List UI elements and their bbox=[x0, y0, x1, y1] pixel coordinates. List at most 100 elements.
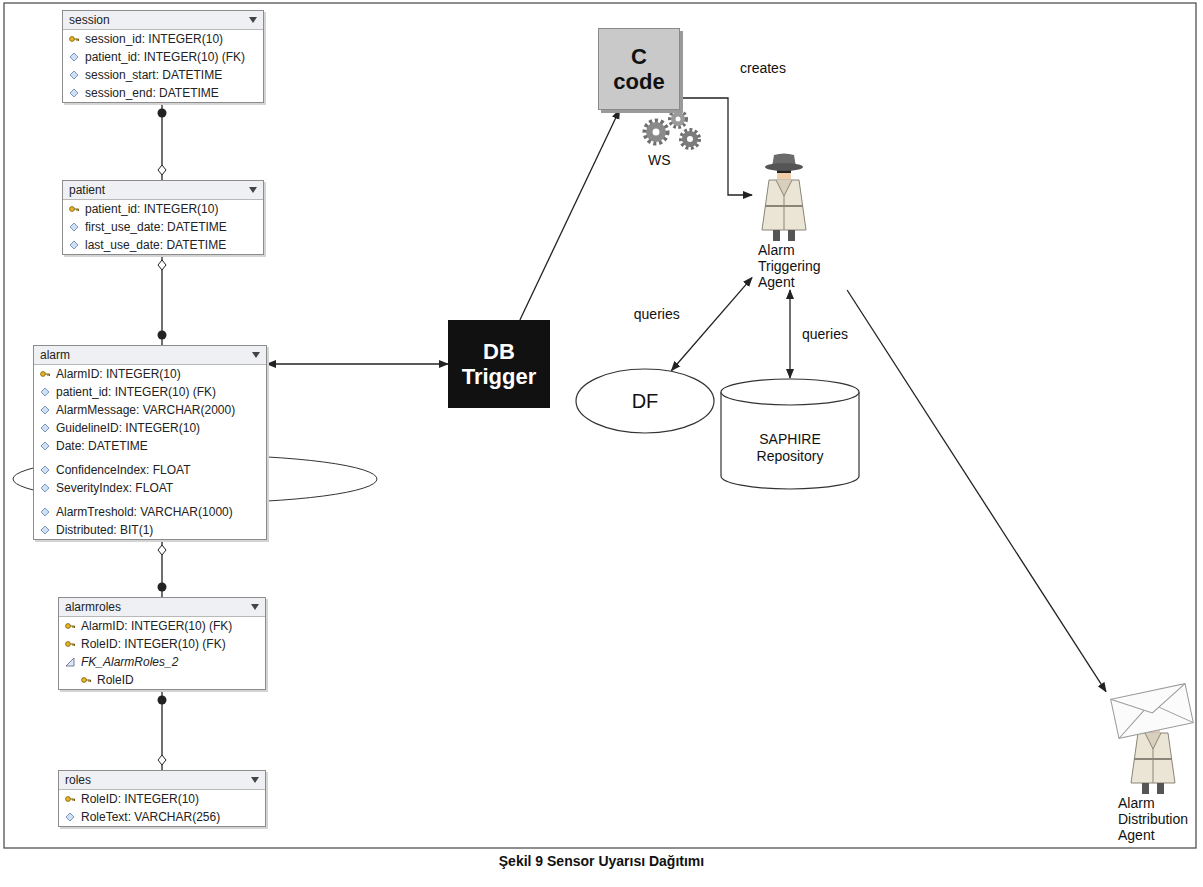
column-glyph bbox=[70, 223, 78, 231]
key-bit bbox=[70, 644, 74, 646]
connector bbox=[672, 278, 753, 371]
column-icon bbox=[69, 52, 79, 62]
table-row: session_id: INTEGER(10) bbox=[63, 30, 263, 48]
field-text: patient_id: INTEGER(10) (FK) bbox=[85, 50, 245, 64]
key-bit bbox=[70, 626, 74, 628]
envelope-body bbox=[1111, 684, 1194, 739]
table-header: patient bbox=[63, 181, 263, 200]
dropdown-glyph bbox=[251, 777, 259, 783]
connector bbox=[789, 290, 790, 378]
table-box: patientpatient_id: INTEGER(10)first_use_… bbox=[62, 180, 264, 255]
field-text: AlarmMessage: VARCHAR(2000) bbox=[56, 403, 235, 417]
gears bbox=[645, 111, 699, 148]
key-icon bbox=[69, 204, 79, 214]
dropdown-icon bbox=[252, 352, 260, 358]
edge-label: queries bbox=[800, 326, 850, 342]
table-row: FK_AlarmRoles_2 bbox=[59, 653, 265, 671]
field-text: AlarmTreshold: VARCHAR(1000) bbox=[56, 505, 233, 519]
connector bbox=[267, 363, 448, 364]
leg bbox=[1142, 783, 1149, 794]
column-glyph bbox=[41, 424, 49, 432]
service-label: WS bbox=[648, 152, 671, 168]
key-bit bbox=[74, 209, 78, 211]
shape-label: DF bbox=[632, 390, 659, 413]
gear bbox=[682, 131, 698, 147]
field-text: AlarmID: INTEGER(10) bbox=[56, 367, 181, 381]
gear-teeth bbox=[681, 130, 699, 148]
column-glyph bbox=[70, 241, 78, 249]
key-bow bbox=[70, 37, 75, 42]
relation-diamond bbox=[158, 755, 166, 765]
table-row: RoleText: VARCHAR(256) bbox=[59, 808, 265, 826]
column-icon bbox=[69, 88, 79, 98]
dropdown-glyph bbox=[251, 604, 259, 610]
column-glyph bbox=[70, 71, 78, 79]
connector bbox=[680, 98, 752, 195]
key-bit bbox=[74, 39, 78, 41]
belt bbox=[765, 205, 803, 207]
agent-node: Alarm Distribution Agent bbox=[1106, 683, 1198, 843]
field-text: session_end: DATETIME bbox=[85, 86, 219, 100]
connector bbox=[520, 110, 620, 320]
dropdown-icon bbox=[249, 187, 257, 193]
column-icon bbox=[40, 423, 50, 433]
table-row: AlarmMessage: VARCHAR(2000) bbox=[34, 401, 266, 419]
column-glyph bbox=[41, 388, 49, 396]
field-text: RoleID: INTEGER(10) bbox=[81, 792, 199, 806]
column-glyph bbox=[66, 813, 74, 821]
column-glyph bbox=[41, 508, 49, 516]
table-box: rolesRoleID: INTEGER(10)RoleText: VARCHA… bbox=[58, 770, 266, 827]
relation-dot bbox=[158, 583, 167, 592]
envelope-flap bbox=[1111, 684, 1194, 739]
relation-diamond bbox=[158, 165, 166, 175]
table-row: first_use_date: DATETIME bbox=[63, 218, 263, 236]
table-row: AlarmTreshold: VARCHAR(1000) bbox=[34, 503, 266, 521]
dropdown-icon bbox=[251, 777, 259, 783]
relation-dot bbox=[158, 109, 167, 118]
column-glyph bbox=[70, 89, 78, 97]
column-icon bbox=[40, 507, 50, 517]
column-glyph bbox=[70, 53, 78, 61]
column-icon bbox=[40, 525, 50, 535]
table-row: session_start: DATETIME bbox=[63, 66, 263, 84]
column-icon bbox=[40, 441, 50, 451]
relation-diamond bbox=[158, 260, 166, 270]
column-icon bbox=[69, 70, 79, 80]
key-bow bbox=[82, 678, 87, 683]
table-row: patient_id: INTEGER(10) (FK) bbox=[34, 383, 266, 401]
table-row: session_end: DATETIME bbox=[63, 84, 263, 102]
gear-hole bbox=[676, 117, 681, 122]
table-box: session session_id: INTEGER(10) patient_id… bbox=[62, 10, 264, 103]
figure-caption: Şekil 9 Sensor Uyarısı Dağıtımı bbox=[0, 853, 1203, 869]
field-text: RoleText: VARCHAR(256) bbox=[81, 810, 220, 824]
table-box: alarmAlarmID: INTEGER(10)patient_id: INT… bbox=[33, 345, 267, 540]
field-text: Distributed: BIT(1) bbox=[56, 523, 153, 537]
agent-label: Alarm Triggering Agent bbox=[752, 242, 821, 290]
field-text: ConfidenceIndex: FLOAT bbox=[56, 463, 191, 477]
table-name: patient bbox=[69, 183, 105, 197]
ellipse-shape bbox=[576, 369, 714, 433]
key-icon bbox=[81, 675, 91, 685]
column-icon bbox=[40, 405, 50, 415]
gear-hole bbox=[653, 129, 660, 136]
key-icon bbox=[65, 794, 75, 804]
column-glyph bbox=[41, 466, 49, 474]
shape-label: SAPHIRE Repository bbox=[740, 431, 840, 465]
column-glyph bbox=[41, 484, 49, 492]
coat-seam bbox=[1153, 749, 1154, 783]
table-name: session bbox=[69, 13, 110, 27]
key-bow bbox=[66, 642, 71, 647]
collar bbox=[1145, 733, 1161, 749]
edge-label: creates bbox=[738, 60, 788, 76]
edge-label: queries bbox=[632, 306, 682, 322]
gear-hole bbox=[687, 136, 693, 142]
agent-icon bbox=[1106, 683, 1198, 795]
coat-seam bbox=[784, 196, 785, 230]
column-icon bbox=[69, 240, 79, 250]
field-text: Date: DATETIME bbox=[56, 439, 148, 453]
table-row: RoleID: INTEGER(10) bbox=[59, 790, 265, 808]
column-glyph bbox=[41, 442, 49, 450]
table-row: Distributed: BIT(1) bbox=[34, 521, 266, 539]
code-box: C code bbox=[598, 28, 680, 110]
